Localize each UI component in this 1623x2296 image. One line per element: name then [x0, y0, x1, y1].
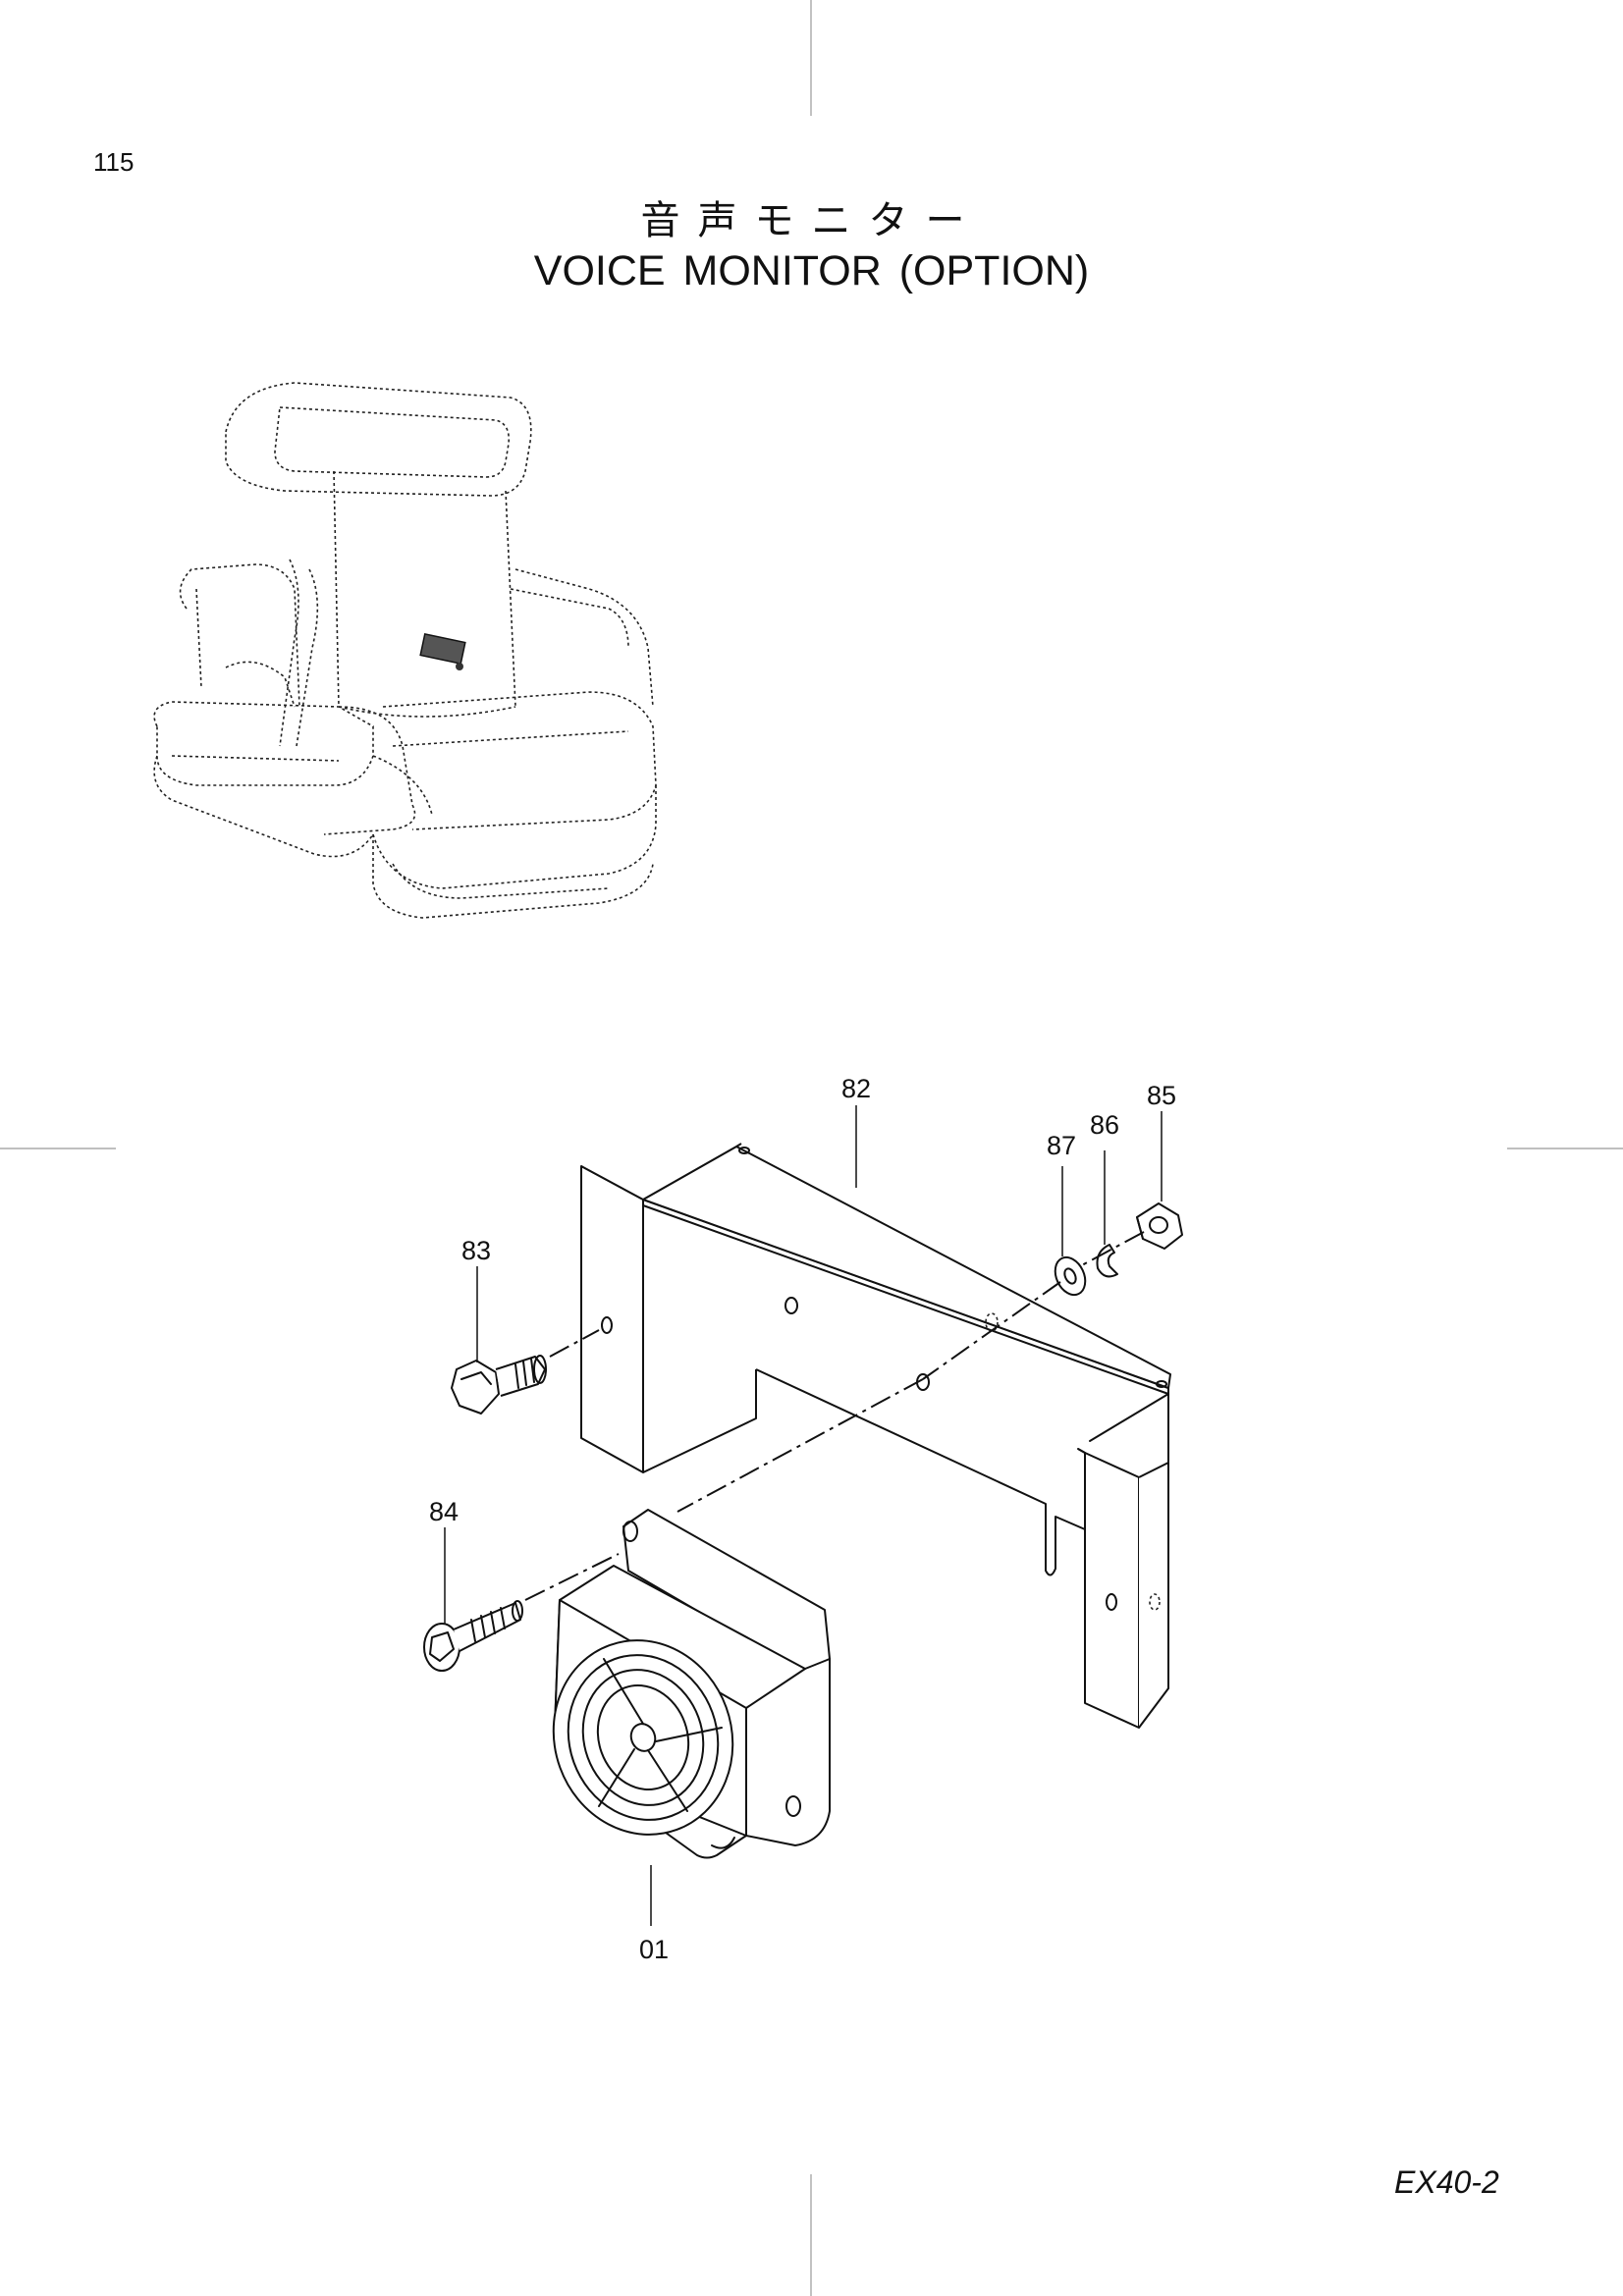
page-number: 115 [93, 147, 135, 177]
part-label: 87 [1047, 1131, 1076, 1160]
page-title-japanese: 音声モニター [640, 198, 983, 243]
voice-monitor-speaker [552, 1509, 831, 1859]
bolt-83 [451, 1329, 600, 1415]
hardware-stack [1054, 1202, 1183, 1297]
part-label: 84 [429, 1497, 459, 1526]
page-title: VOICE MONITOR (OPTION) [533, 247, 1090, 294]
part-label: 86 [1090, 1110, 1119, 1140]
bolt-84 [423, 1553, 620, 1672]
part-label: 83 [461, 1236, 491, 1265]
assembly-center-lines [676, 1231, 1145, 1513]
model-code: EX40-2 [1394, 2164, 1499, 2200]
part-labels: 01 82 83 84 85 86 87 [429, 1074, 1176, 1964]
cab-overview-illustration [153, 382, 657, 919]
leader-lines [444, 1105, 1163, 1926]
part-label: 82 [841, 1074, 871, 1103]
exploded-view: 01 82 83 84 85 86 87 [423, 1074, 1183, 1964]
part-label: 85 [1147, 1081, 1176, 1110]
bracket [580, 1143, 1171, 1729]
part-label: 01 [639, 1935, 669, 1964]
